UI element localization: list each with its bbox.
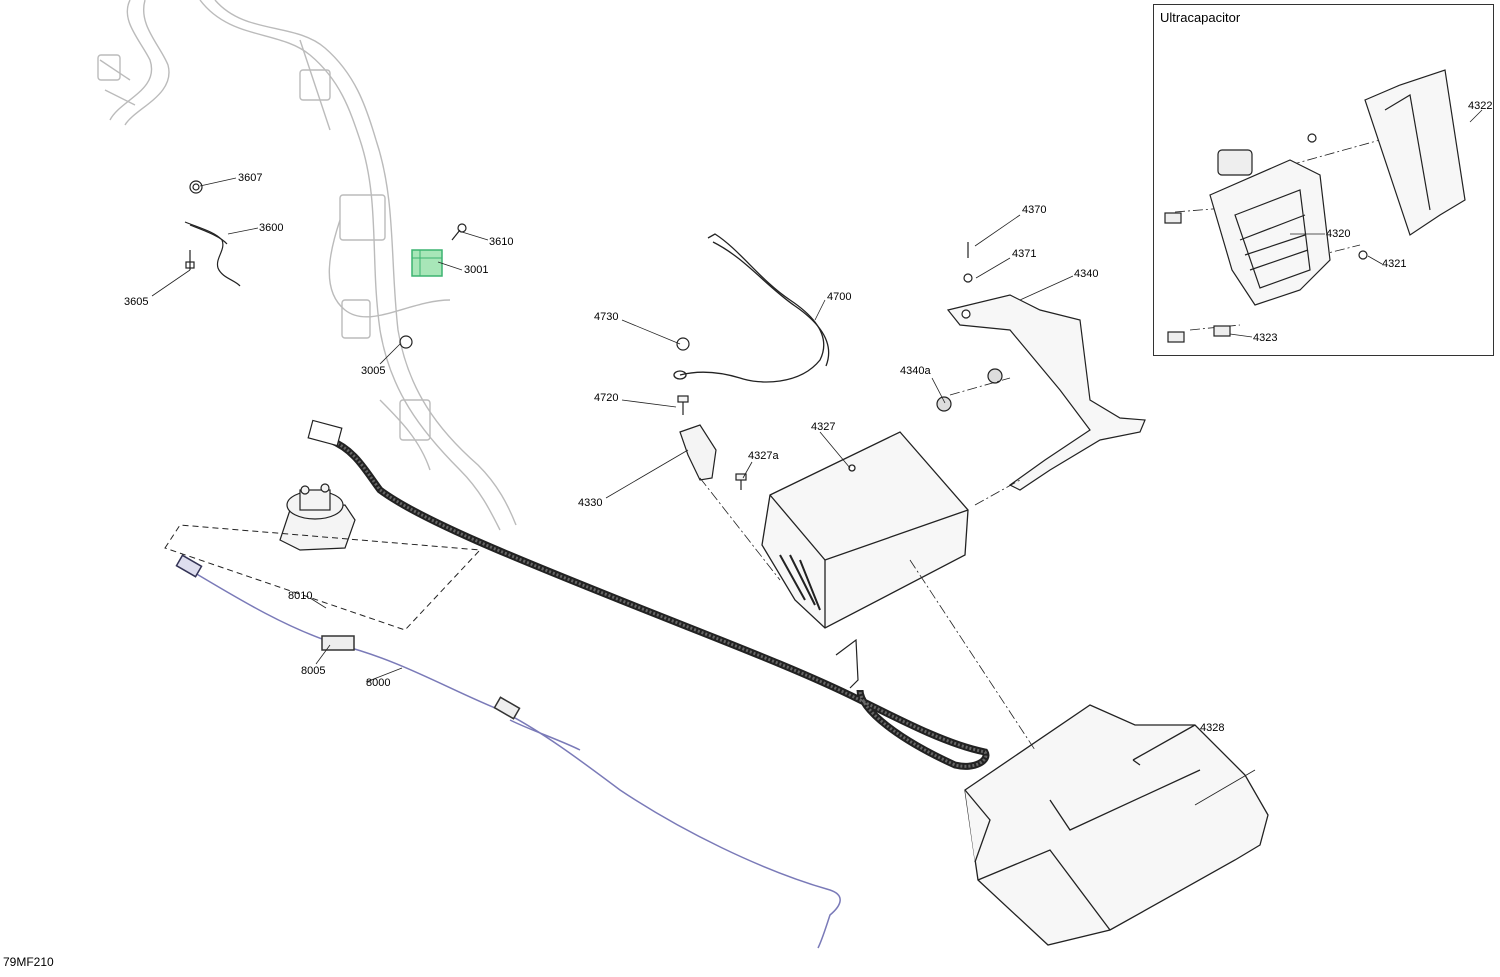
callout-label: 4700: [827, 291, 852, 303]
dashed-group-outline: [164, 524, 482, 631]
alignment-lines: [699, 139, 1381, 751]
leader-lines: [151, 109, 1483, 806]
callout-label: 4330: [578, 497, 603, 509]
callout-label: 8000: [366, 677, 391, 689]
callout-label: 4340: [1074, 268, 1099, 280]
callout-label: 4327a: [748, 450, 779, 462]
callout-label: 4320: [1326, 228, 1351, 240]
bracket-4340: [936, 242, 1146, 491]
callout-label: 3005: [361, 365, 386, 377]
battery-4327: [761, 431, 969, 629]
ultracapacitor-inset-frame: [1153, 4, 1494, 356]
callout-label: 4327: [811, 421, 836, 433]
ghost-harness: [97, 0, 517, 531]
callout-label: 4371: [1012, 248, 1037, 260]
callout-label: 8010: [288, 590, 313, 602]
callout-label: 8005: [301, 665, 326, 677]
cable-clip: [835, 638, 859, 689]
callout-label: 4323: [1253, 332, 1278, 344]
drawing-code: 79MF210: [3, 955, 54, 969]
terminal-hardware: [676, 337, 747, 490]
callout-label: 4730: [594, 311, 619, 323]
ultracapacitor-parts: [1164, 69, 1466, 343]
callout-label: 4370: [1022, 204, 1047, 216]
callout-label: 3607: [238, 172, 263, 184]
callout-label: 4321: [1382, 258, 1407, 270]
callout-label: 4328: [1200, 722, 1225, 734]
callout-label: 4340a: [900, 365, 931, 377]
positive-cable-harness: [307, 419, 990, 770]
battery-tray-4328: [964, 704, 1269, 946]
battery-cable-3600: [184, 180, 467, 349]
cable-8000: [175, 554, 841, 949]
solenoid: [279, 483, 356, 551]
callout-label: 3600: [259, 222, 284, 234]
part-3001-highlight: [411, 249, 443, 277]
inset-title: Ultracapacitor: [1160, 10, 1241, 25]
callout-label: 3001: [464, 264, 489, 276]
callout-label: 4720: [594, 392, 619, 404]
callout-label: 4322: [1468, 100, 1493, 112]
callout-label: 3605: [124, 296, 149, 308]
negative-cable-4700: [673, 233, 830, 383]
callout-label: 3610: [489, 236, 514, 248]
